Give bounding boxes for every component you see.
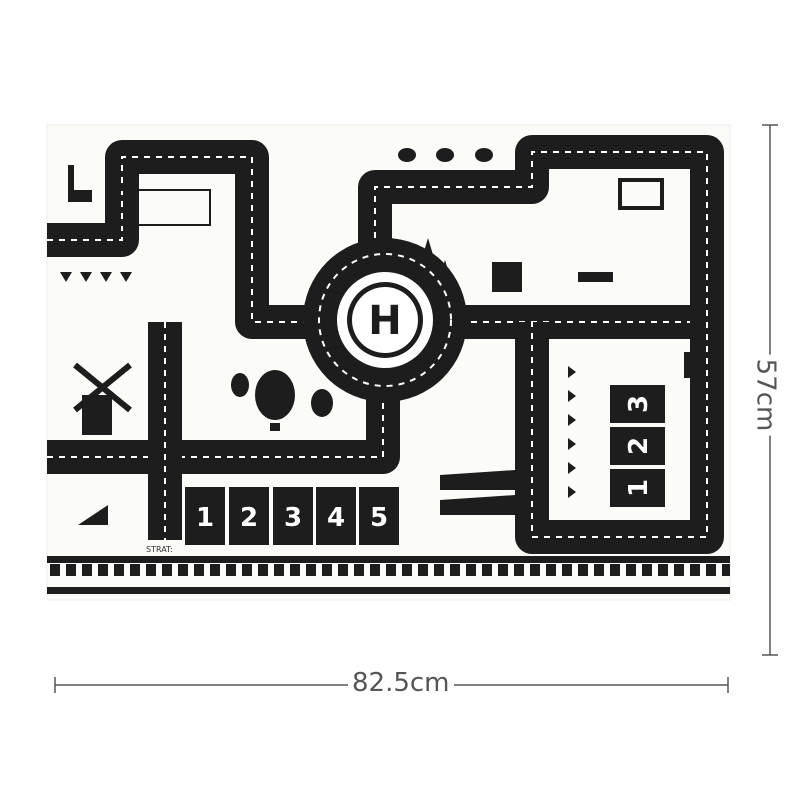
decorations [60, 148, 706, 525]
hot-air-balloon-icon [255, 370, 295, 431]
start-label: STRAT: [146, 545, 173, 554]
small-balloon-icon [311, 389, 333, 417]
hop-4: 4 [327, 503, 345, 533]
small-balloon-icon [231, 373, 249, 397]
arrows-icon [568, 366, 576, 498]
helipad-letter: H [368, 298, 401, 344]
height-label: 57cm [750, 354, 781, 436]
windmill-icon [73, 362, 132, 435]
hop-1: 1 [196, 503, 214, 533]
heart-shapes-icon [60, 272, 132, 282]
fence-icon [119, 178, 664, 226]
hop-r-1: 1 [624, 479, 654, 497]
sailboat-icon [78, 505, 108, 525]
railway [47, 556, 730, 594]
buildings-icon [440, 470, 515, 515]
birds-icon [398, 148, 493, 162]
road-barrier-icon [492, 262, 613, 292]
hop-r-3: 3 [624, 395, 654, 413]
width-label: 82.5cm [348, 668, 454, 698]
roundabout: H [303, 238, 467, 402]
traffic-cone-icon [422, 238, 451, 280]
hop-r-2: 2 [624, 437, 654, 455]
hop-5: 5 [370, 503, 388, 533]
fuel-station-icon [684, 352, 706, 378]
hop-2: 2 [240, 503, 258, 533]
giraffe-icon [68, 165, 92, 202]
hopscotch-right: 3 2 1 [610, 385, 665, 507]
hop-3: 3 [284, 503, 302, 533]
hopscotch-bottom: 1 2 3 4 5 STRAT: [146, 487, 399, 554]
